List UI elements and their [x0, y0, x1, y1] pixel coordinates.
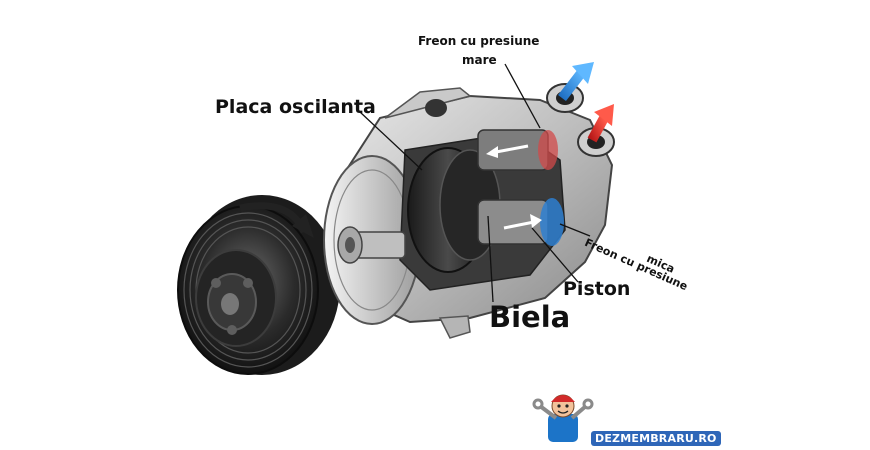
label-piston: Piston [563, 278, 631, 300]
leader-lines [359, 63, 591, 303]
blue-arrow-icon [558, 62, 594, 102]
compressor-housing [323, 83, 615, 339]
label-placa-oscilanta: Placa oscilanta [215, 96, 376, 118]
leader-placa [359, 111, 423, 171]
label-freon-mare-line2: mare [462, 53, 497, 67]
wrench-icon [532, 398, 594, 420]
label-biela: Biela [489, 300, 571, 334]
leader-freon-mare [504, 63, 541, 129]
leader-biela [487, 215, 494, 303]
leader-piston [531, 227, 579, 283]
rotation-arrow-icon [239, 202, 314, 238]
clutch-pulley [177, 195, 340, 375]
logo-text: DEZMEMBRARU.RO [591, 431, 721, 446]
leader-freon-mica [559, 223, 591, 237]
mechanic-mascot-icon [548, 394, 578, 442]
label-freon-mare-line1: Freon cu presiune [418, 34, 540, 48]
red-arrow-icon [587, 104, 614, 143]
piston-motion-arrows [486, 144, 542, 230]
